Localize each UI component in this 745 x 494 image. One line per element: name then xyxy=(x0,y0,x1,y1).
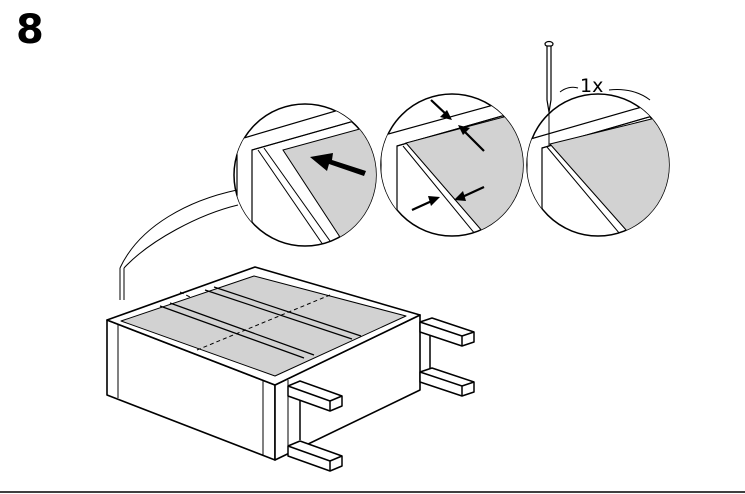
nail-quantity-label: 1x xyxy=(580,75,604,97)
nail-icon xyxy=(544,40,554,146)
furniture-body xyxy=(106,266,421,461)
nail-attach-detail xyxy=(526,93,670,237)
quantity-callout-line xyxy=(559,86,651,101)
legs xyxy=(287,317,475,472)
panel-gap-detail xyxy=(380,93,524,237)
slide-in-panel-detail xyxy=(233,103,377,247)
gap-arrows-icon xyxy=(411,99,485,212)
callout-connector xyxy=(119,189,239,300)
arrow-icon xyxy=(310,153,366,176)
step-number: 8 xyxy=(16,7,44,53)
